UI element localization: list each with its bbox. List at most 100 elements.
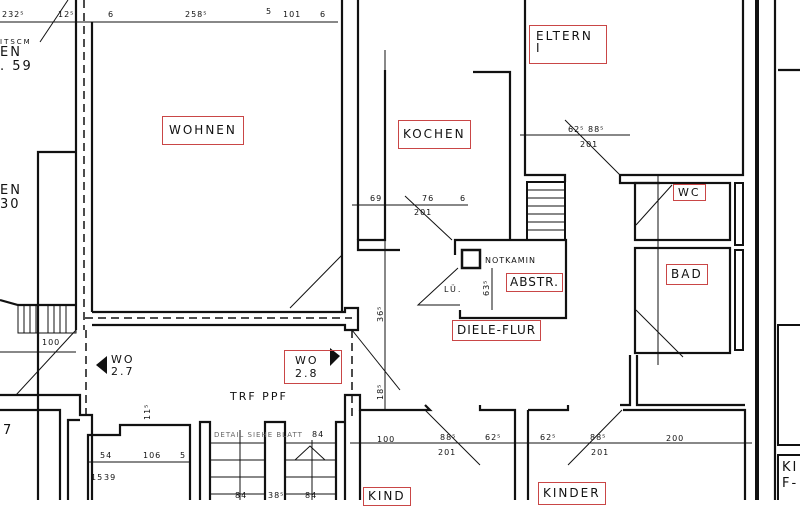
wall	[635, 355, 745, 407]
wall	[618, 0, 745, 185]
dim-label: 54	[100, 451, 112, 460]
wall	[0, 393, 94, 500]
wall	[356, 70, 400, 252]
notkamin-label: NOTKAMIN	[485, 256, 536, 265]
door-swing	[15, 329, 77, 396]
dim-label: 11⁵	[143, 404, 152, 420]
eltern-sub: I	[536, 41, 542, 55]
door-swing	[351, 329, 401, 391]
dim-label: 5	[180, 451, 186, 460]
dim-label: 201	[580, 140, 598, 149]
wo28-line2: 2.8	[295, 367, 319, 380]
room-label-kind: KIND	[363, 487, 411, 506]
dim-label: 38⁵	[268, 491, 284, 500]
stair-steps	[23, 305, 67, 333]
lueftung-label: LÜ.	[444, 285, 463, 294]
stair-hatch	[17, 304, 77, 334]
dim-label: 12⁵	[58, 10, 74, 19]
dim-label: 258⁵	[185, 10, 207, 19]
wc-room	[633, 181, 732, 242]
room-label-kinder: KINDER	[538, 482, 606, 505]
dim-label: 36⁵	[376, 306, 385, 322]
dim-label: 18⁵	[376, 384, 385, 400]
bad-room	[633, 246, 732, 355]
wall	[334, 420, 345, 500]
dim-label: 6	[320, 10, 326, 19]
left-room-label-2: EN	[0, 183, 22, 198]
stair-arrow	[294, 445, 326, 461]
dim-label: 84	[305, 491, 317, 500]
wall	[92, 306, 360, 332]
chimney	[460, 248, 482, 270]
stairs	[526, 181, 566, 241]
wall	[623, 408, 747, 500]
wo27-line2: 2.7	[111, 365, 135, 378]
dim-label: 63⁵	[482, 280, 491, 296]
room-label-bad: BAD	[666, 264, 708, 285]
stairwell-label: TRF PPF	[230, 390, 288, 403]
wall	[523, 0, 567, 182]
dim-label: 88⁵	[440, 433, 456, 442]
dim-label: 201	[591, 448, 609, 457]
stair-steps	[527, 189, 565, 231]
left-room-number-2: 30	[0, 197, 21, 212]
arrow-left-icon	[96, 356, 107, 374]
dim-label: 106	[143, 451, 161, 460]
stair-steps	[210, 430, 336, 500]
dim-label: 232⁵	[2, 10, 24, 19]
dim-label: 6	[460, 194, 466, 203]
room-label-wc: WC	[673, 184, 706, 201]
wall	[478, 405, 517, 500]
dim-label: 101	[283, 10, 301, 19]
wall	[343, 393, 433, 500]
dim-label: 201	[438, 448, 456, 457]
wall	[620, 355, 632, 407]
dim-label: 69	[370, 194, 382, 203]
wall	[528, 405, 570, 412]
dim-label: 88⁵	[590, 433, 606, 442]
dim-label: 62⁵	[568, 125, 584, 134]
wall	[198, 420, 212, 500]
wo28-line1: WO	[295, 354, 319, 367]
room-label-abstr: ABSTR.	[506, 273, 563, 292]
dim-label: 15	[91, 473, 103, 482]
wall	[777, 454, 800, 500]
left-room-number-1: . 59	[0, 59, 33, 74]
left-room-note: ITSCM	[0, 38, 32, 46]
dim-label: 5	[266, 7, 272, 16]
dim-label: 201	[414, 208, 432, 217]
dim-label: 100	[377, 435, 395, 444]
door-swing	[635, 309, 684, 358]
left-room-label-1: EN	[0, 45, 22, 60]
dim-label: 100	[42, 338, 60, 347]
room-label-diele-flur: DIELE-FLUR	[452, 320, 542, 341]
left-room-number-3: 7	[3, 423, 14, 438]
door-swing	[424, 409, 481, 466]
wall	[263, 420, 287, 500]
dim-label: 39	[104, 473, 116, 482]
room-label-kochen: KOCHEN	[398, 120, 471, 149]
dim-label: 76	[422, 194, 434, 203]
right-room-label-2: F-	[782, 476, 799, 491]
dim-label: 88⁵	[588, 125, 604, 134]
door-swing	[416, 267, 460, 306]
dim-label: 62⁵	[540, 433, 556, 442]
wall	[0, 408, 62, 500]
dim-label: 84	[312, 430, 324, 439]
wall	[36, 150, 76, 500]
shaft	[734, 249, 744, 351]
dim-label: 200	[666, 434, 684, 443]
leader-line	[39, 0, 69, 43]
door-swing	[635, 184, 673, 226]
dim-label: 62⁵	[485, 433, 501, 442]
dim-label: 6	[108, 10, 114, 19]
wall	[66, 418, 80, 500]
wall	[86, 423, 192, 500]
door-swing	[564, 119, 621, 176]
arrow-right-icon	[330, 348, 340, 366]
stair-note: DETAIL SIEHE BLATT	[214, 431, 303, 439]
